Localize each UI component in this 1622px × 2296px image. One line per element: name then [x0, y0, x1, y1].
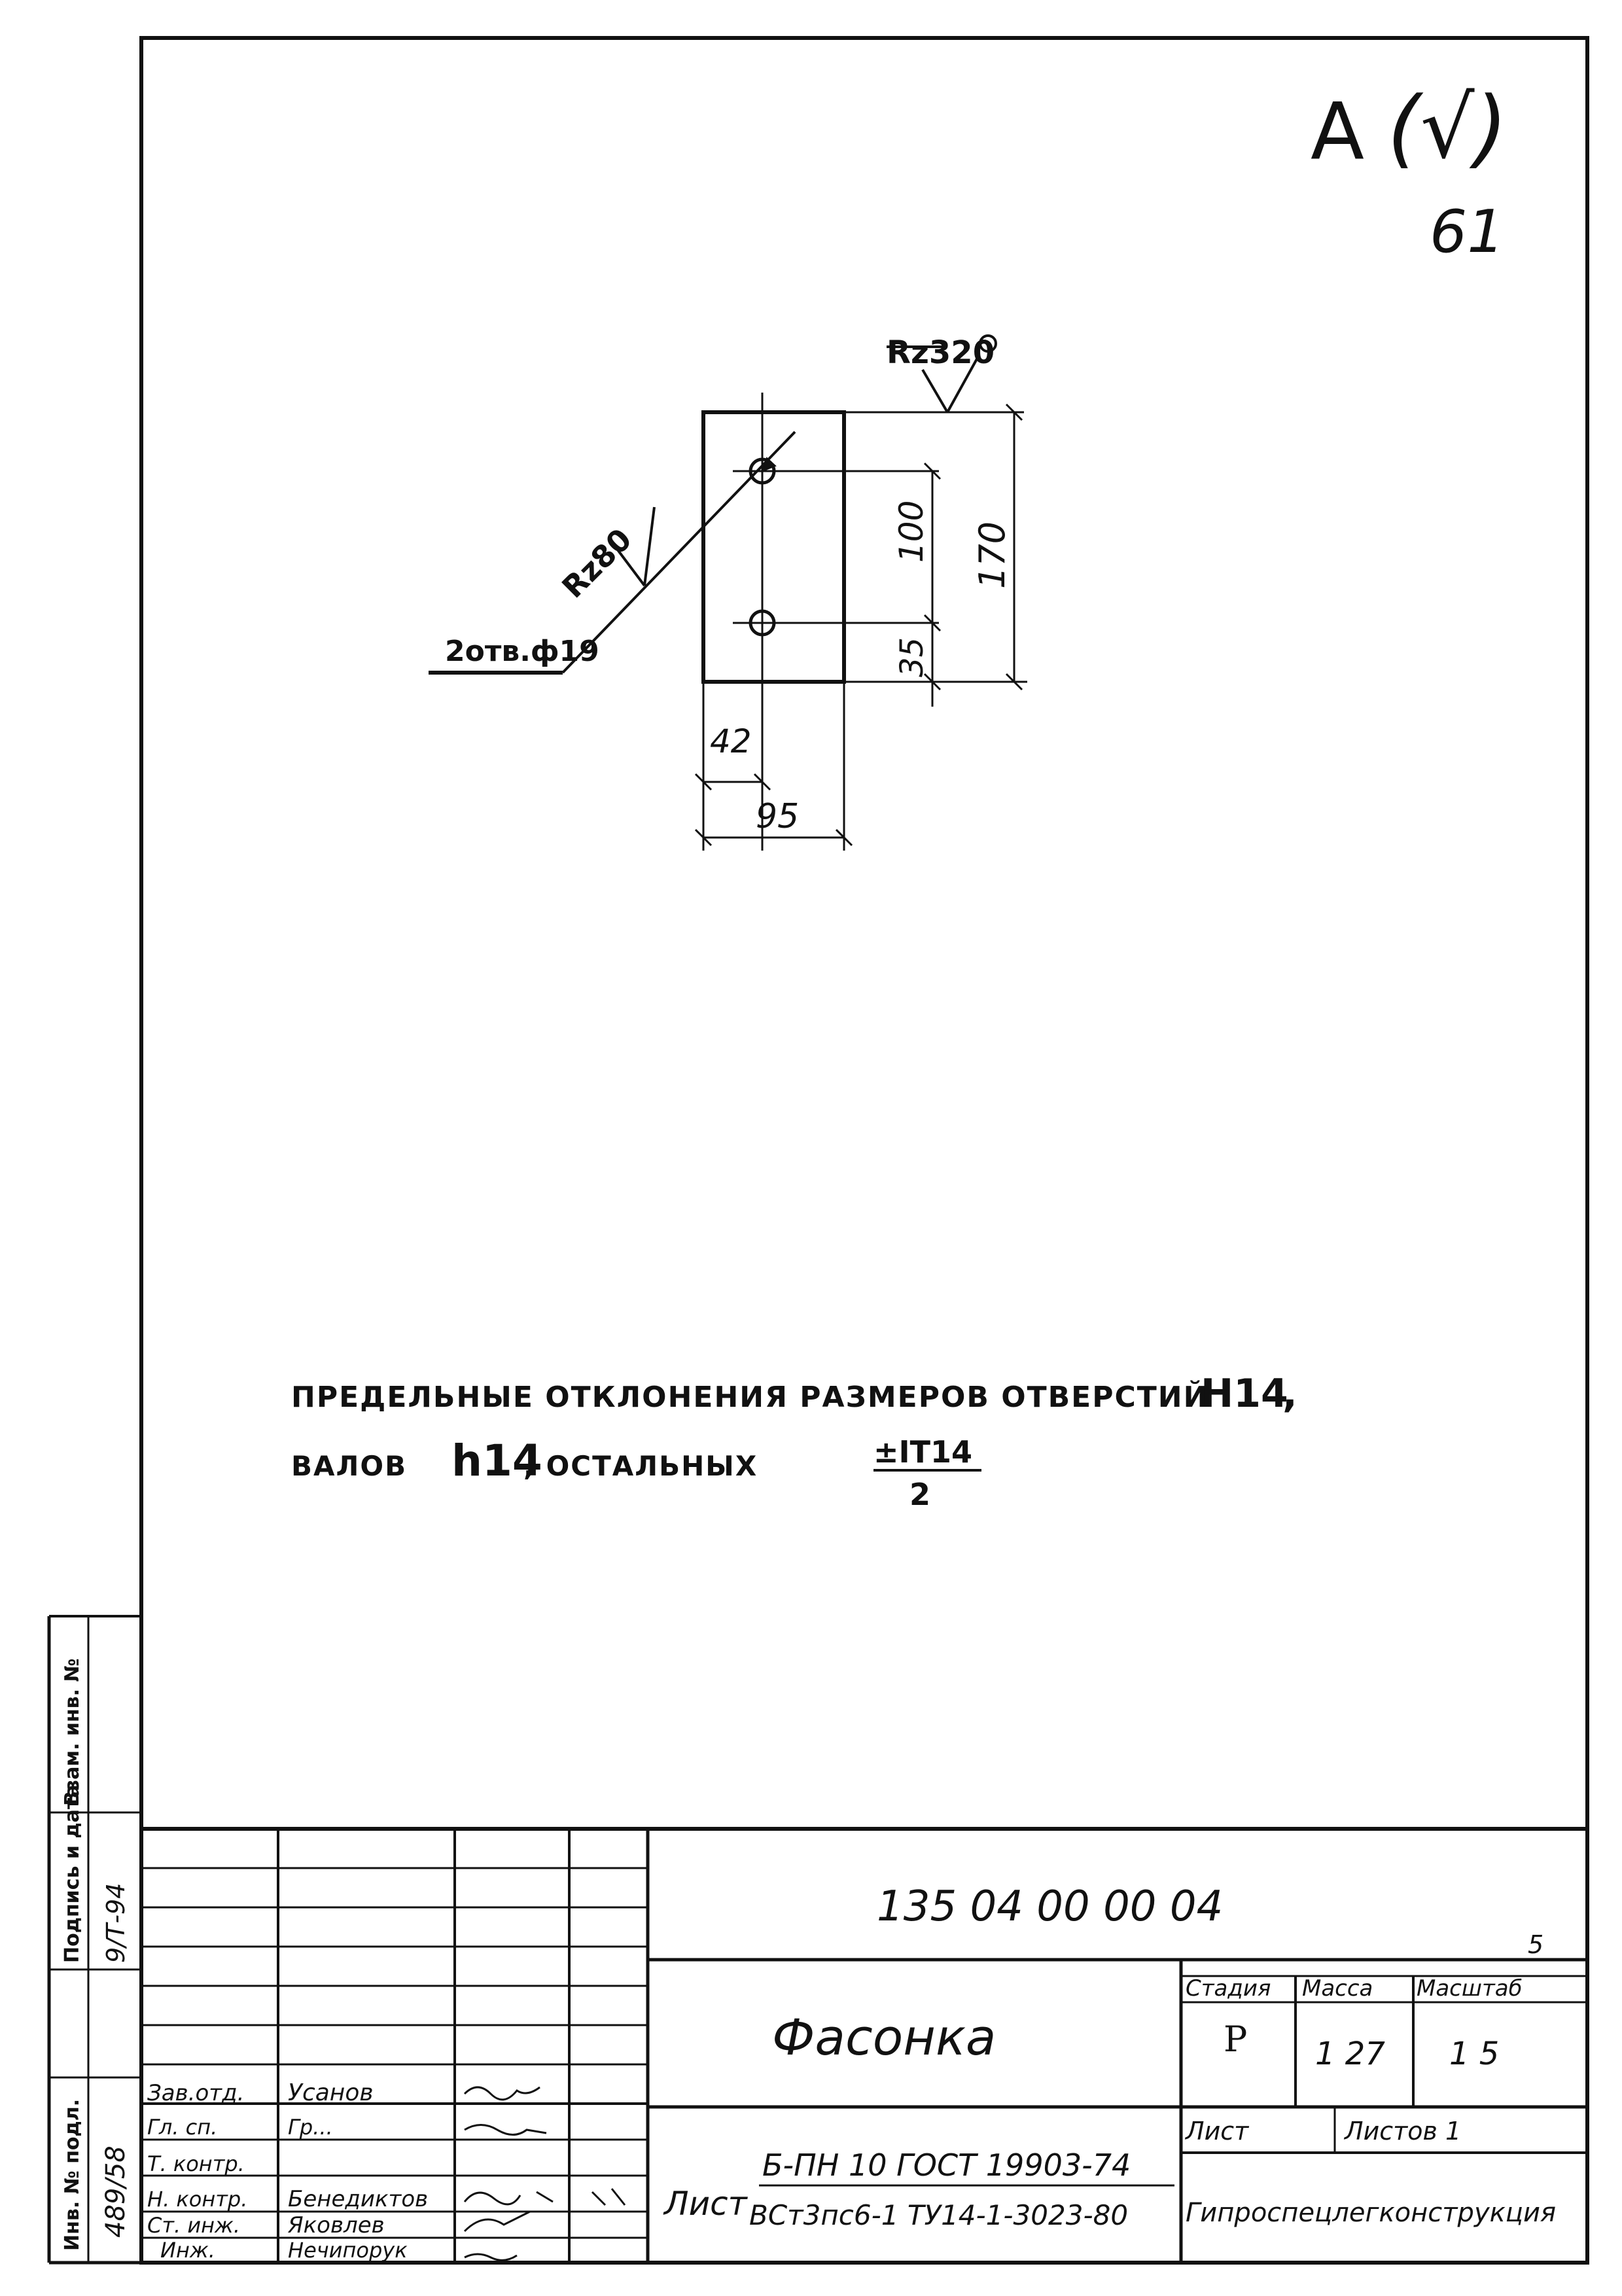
- note-line1-text: ПРЕДЕЛЬНЫЕ ОТКЛОНЕНИЯ РАЗМЕРОВ ОТВЕРСТИЙ: [291, 1379, 1208, 1414]
- side-stamp: Взам. инв. № Подпись и дата Инв. № подл.…: [61, 1658, 131, 2251]
- organization-name: Гипроспецлегконструкция: [1186, 2198, 1556, 2228]
- side-stamp-sign-value: 9/Т-94: [101, 1883, 130, 1963]
- signature-rows: Зав.отд. Усанов Гл. сп. Гр... Т. контр. …: [147, 2079, 428, 2263]
- roughness-symbol-paren: (√): [1387, 78, 1507, 177]
- role-1: Гл. сп.: [147, 2115, 217, 2140]
- plate-outline: [701, 410, 846, 684]
- roughness-hole-label: Rz80: [555, 521, 638, 605]
- note-fraction-num: ±IT14: [873, 1434, 972, 1470]
- role-0: Зав.отд.: [147, 2080, 244, 2106]
- role-3: Н. контр.: [147, 2187, 247, 2212]
- side-stamp-inv-value: 489/58: [101, 2146, 131, 2238]
- roughness-edge-label: Rz320: [887, 334, 995, 371]
- note-line2-text1: ВАЛОВ: [291, 1450, 407, 1482]
- name-5: Нечипорук: [288, 2238, 408, 2263]
- document-title: Фасонка: [772, 2008, 996, 2066]
- roughness-symbol: ∀: [1311, 82, 1364, 173]
- material-bottom: ВСт3пс6-1 ТУ14-1-3023-80: [749, 2199, 1128, 2231]
- note-line1-end: ,: [1282, 1371, 1297, 1417]
- sheets-label: Листов 1: [1343, 2117, 1461, 2146]
- dimension-42: 42: [710, 722, 752, 760]
- dimension-35: 35: [894, 637, 930, 677]
- part-drawing: [429, 334, 1027, 851]
- role-4: Ст. инж.: [147, 2213, 240, 2238]
- sheet-frame: [47, 36, 1589, 2265]
- signature-scribbles: [463, 2086, 626, 2261]
- dimension-100: 100: [892, 501, 930, 563]
- note-line1-value: H14: [1201, 1371, 1288, 1417]
- material-sheet-word: Лист: [663, 2185, 749, 2223]
- name-4: Яковлев: [287, 2212, 385, 2238]
- mass-label: Масса: [1302, 1975, 1373, 2002]
- side-stamp-sign-date: Подпись и дата: [61, 1785, 84, 1963]
- sheet-label: Лист: [1184, 2117, 1250, 2146]
- scale-label: Масштаб: [1417, 1975, 1523, 2002]
- stage-value: Р: [1224, 2019, 1247, 2060]
- title-block: [141, 1827, 1587, 2263]
- side-stamp-inv-orig: Инв. № подл.: [61, 2099, 84, 2251]
- mass-value: 1 27: [1315, 2036, 1385, 2072]
- hole-callout-label: 2отв.ф19: [445, 635, 599, 668]
- dimension-170: 170: [972, 521, 1013, 589]
- note-line2-value: h14: [451, 1436, 542, 1486]
- note-line2-text2: , ОСТАЛЬНЫХ: [523, 1450, 758, 1482]
- scale-value: 1 5: [1449, 2036, 1499, 2072]
- side-stamp-vzam: Взам. инв. №: [61, 1658, 84, 1806]
- tolerance-note: ПРЕДЕЛЬНЫЕ ОТКЛОНЕНИЯ РАЗМЕРОВ ОТВЕРСТИЙ…: [291, 1371, 1297, 1512]
- document-code: 135 04 00 00 04: [877, 1882, 1223, 1931]
- dimension-95: 95: [756, 797, 799, 836]
- format-number: 5: [1528, 1930, 1543, 1959]
- corner-marks: ∀ (√) 61: [1311, 78, 1507, 266]
- hole-lower: [749, 609, 776, 637]
- material-top: Б-ПН 10 ГОСТ 19903-74: [762, 2147, 1131, 2183]
- role-5: Инж.: [160, 2238, 215, 2263]
- hole-upper: [749, 457, 776, 485]
- note-fraction-den: 2: [909, 1477, 930, 1512]
- name-1: Гр...: [288, 2115, 333, 2140]
- name-0: Усанов: [288, 2079, 374, 2106]
- name-3: Бенедиктов: [288, 2186, 428, 2212]
- role-2: Т. контр.: [147, 2151, 245, 2176]
- sheet-number-mark: 61: [1430, 198, 1505, 266]
- stage-label: Стадия: [1186, 1975, 1271, 2002]
